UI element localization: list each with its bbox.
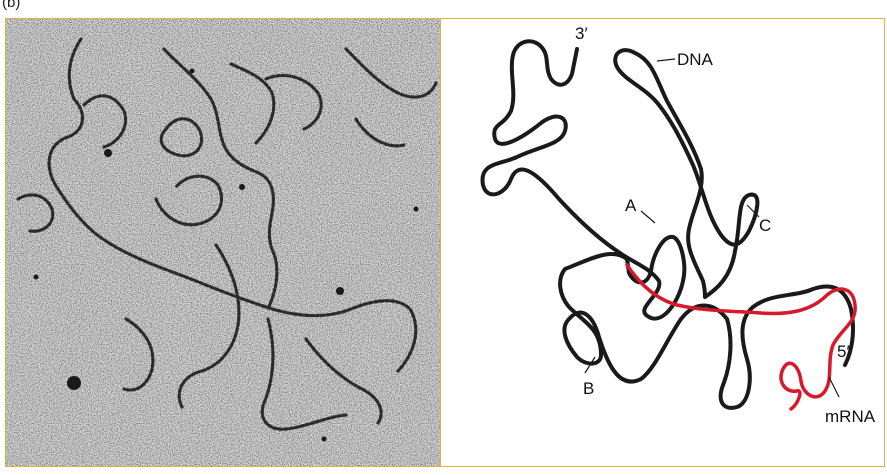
label-b: B [583,379,594,398]
panel-divider [440,19,441,466]
label-c: C [759,216,771,235]
label-mrna: mRNA [825,407,876,426]
panel-label: (b) [2,0,21,11]
tracing-diagram: 3′ DNA A C 5′ B mRNA [480,24,876,426]
label-3prime: 3′ [575,24,588,43]
label-dna: DNA [677,50,714,69]
micrograph-specks [33,68,419,442]
mrna-strand [625,263,857,411]
dna-strand [480,39,855,410]
label-a: A [625,196,637,215]
label-5prime: 5′ [837,342,850,361]
electron-micrograph [6,19,440,466]
leader-lines [584,58,840,398]
micrograph-strands [16,37,438,431]
